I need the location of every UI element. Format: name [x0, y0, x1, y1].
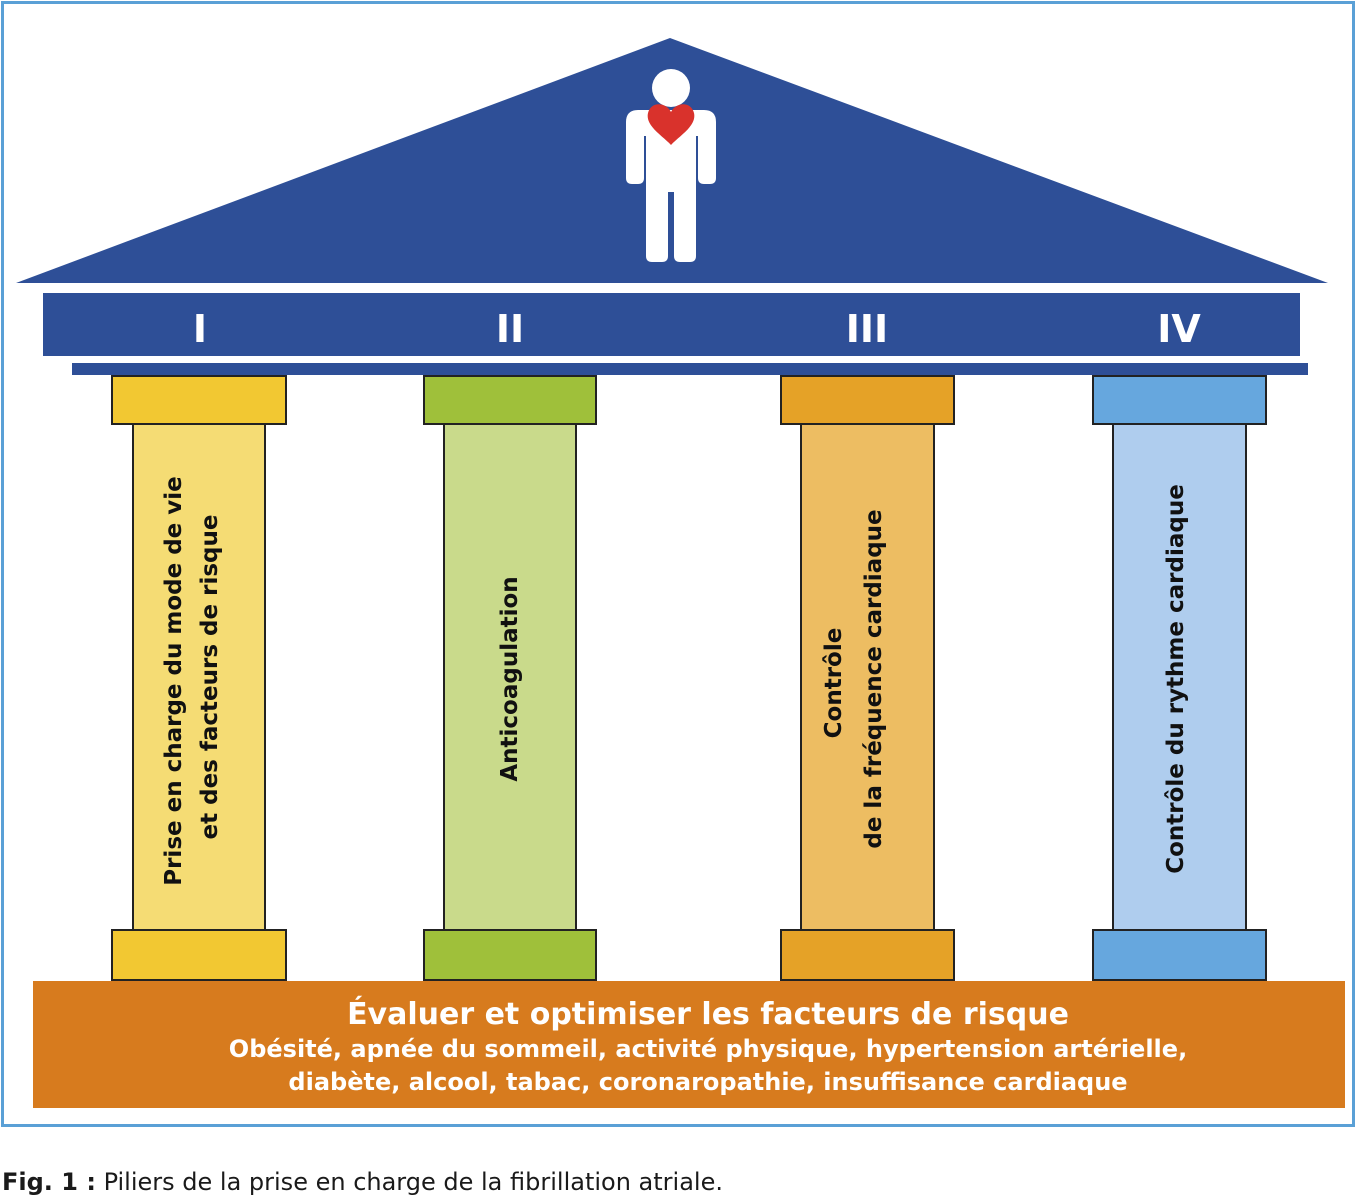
figure-caption-text: Piliers de la prise en charge de la fibr… — [95, 1168, 723, 1196]
pillar-ii: Anticoagulation — [423, 375, 597, 981]
pillar-i-shaft — [132, 423, 266, 931]
pillar-i-label: Prise en charge du mode de vie et des fa… — [161, 468, 223, 886]
pillar-iii-shaft — [800, 423, 935, 931]
pillar-iv: Contrôle du rythme cardiaque — [1092, 375, 1267, 981]
pillar-ii-label: Anticoagulation — [497, 576, 523, 781]
pillar-ii-plinth — [423, 929, 597, 981]
numeral-i: I — [193, 307, 207, 351]
numeral-iii: III — [846, 307, 888, 351]
pillar-iii-label: Contrôle de la fréquence cardiaque — [821, 509, 887, 848]
pillar-i: Prise en charge du mode de vie et des fa… — [111, 375, 287, 981]
pillar-ii-capital — [423, 375, 597, 425]
pillar-iii-plinth — [780, 929, 955, 981]
entablature — [43, 293, 1300, 356]
base-risk-factors-line-1: Obésité, apnée du sommeil, activité phys… — [229, 1035, 1187, 1063]
base-risk-factors-line-2: diabète, alcool, tabac, coronaropathie, … — [288, 1068, 1127, 1096]
pillar-iii-line-1: Contrôle — [821, 628, 847, 739]
base-title: Évaluer et optimiser les facteurs de ris… — [347, 996, 1069, 1032]
figure-label: Fig. 1 : — [2, 1168, 96, 1196]
base-block — [33, 981, 1345, 1108]
pillar-iii-capital — [780, 375, 955, 425]
pillar-i-line-2: et des facteurs de risque — [197, 515, 223, 840]
pillar-ii-line-1: Anticoagulation — [497, 576, 523, 781]
pillar-iii: Contrôle de la fréquence cardiaque — [780, 375, 955, 981]
person-with-heart-icon — [626, 69, 716, 262]
pillar-iv-plinth — [1092, 929, 1267, 981]
pillar-iv-label: Contrôle du rythme cardiaque — [1163, 484, 1189, 874]
figure-frame — [1, 1, 1355, 1127]
numeral-ii: II — [496, 307, 524, 351]
pillar-iv-capital — [1092, 375, 1267, 425]
pillar-i-capital — [111, 375, 287, 425]
figure-caption: Fig. 1 : Piliers de la prise en charge d… — [2, 1168, 723, 1196]
numeral-iv: IV — [1157, 307, 1201, 351]
architrave — [72, 363, 1308, 375]
pillar-ii-shaft — [443, 423, 577, 931]
pillar-i-line-1: Prise en charge du mode de vie — [161, 476, 187, 886]
pillar-i-plinth — [111, 929, 287, 981]
pillar-iv-line-1: Contrôle du rythme cardiaque — [1163, 484, 1189, 874]
pillar-iii-line-2: de la fréquence cardiaque — [861, 509, 887, 848]
pillar-iv-shaft — [1112, 423, 1247, 931]
